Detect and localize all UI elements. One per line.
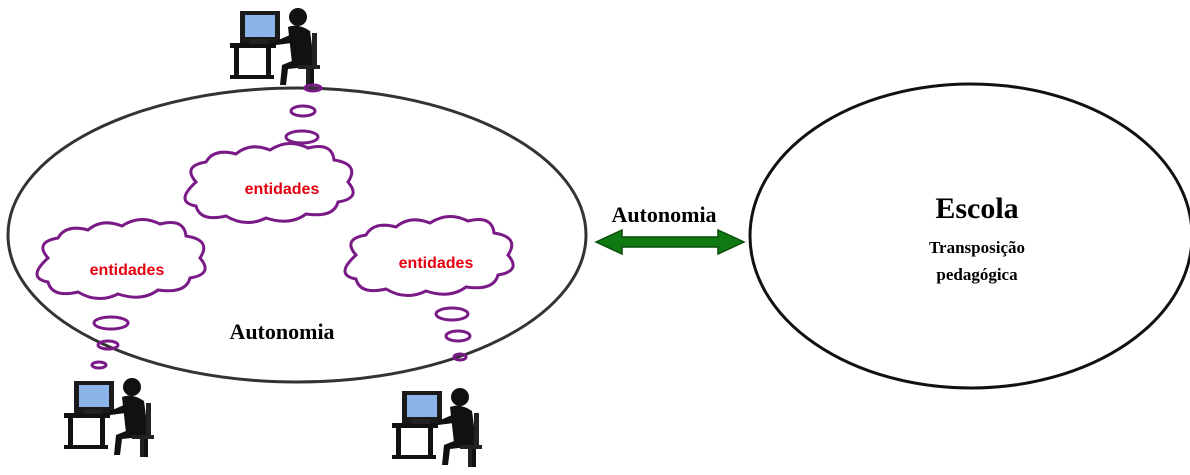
autonomy-ellipse	[6, 86, 588, 384]
thought-bubbles-right	[434, 306, 472, 362]
person-at-computer-icon	[230, 8, 320, 87]
thought-bubbles-top	[284, 83, 323, 145]
school-ellipse	[748, 82, 1190, 390]
connector-label: Autonomia	[611, 202, 716, 227]
cloud-entidades-left: entidades	[35, 218, 207, 300]
thought-bubbles-left	[90, 315, 130, 370]
school-subtitle-line1: Transposição	[929, 238, 1025, 257]
person-at-computer-icon	[392, 388, 482, 467]
person-at-computer-icon	[64, 378, 154, 457]
double-arrow-icon	[594, 228, 746, 256]
cloud-label: entidades	[245, 181, 320, 198]
school-subtitle-line2: pedagógica	[936, 265, 1018, 284]
cloud-label: entidades	[399, 255, 474, 272]
cloud-entidades-top: entidades	[183, 142, 355, 224]
school-title: Escola	[935, 192, 1018, 225]
cloud-entidades-right: entidades	[343, 215, 515, 297]
cloud-label: entidades	[90, 262, 165, 279]
autonomy-label-inner: Autonomia	[229, 319, 334, 344]
